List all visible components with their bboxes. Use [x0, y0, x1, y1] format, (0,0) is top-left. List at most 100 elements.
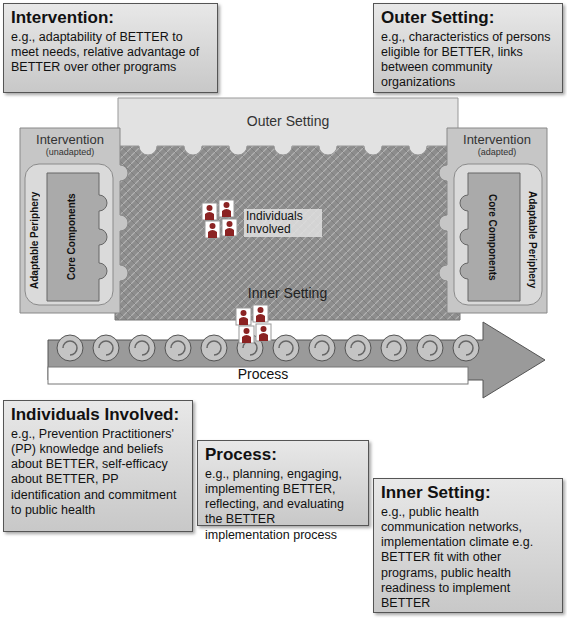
periphery-area: [454, 164, 542, 305]
arrow-body: [48, 322, 545, 398]
inner-setting-area: Inner Setting Individuals Involved: [115, 140, 460, 320]
person-frame: [202, 203, 217, 220]
gear-circle: [93, 335, 119, 361]
person-frame: [222, 219, 237, 236]
person-frame: [236, 308, 251, 325]
node-shape: [48, 318, 545, 398]
outer-setting-band: Outer Setting: [118, 98, 458, 146]
person-head: [227, 221, 233, 227]
core-label: Core Components: [487, 173, 498, 301]
periphery-area: [25, 164, 113, 305]
core-components-shape: Core Components: [47, 173, 99, 301]
person-body: [208, 230, 217, 238]
person-head: [210, 223, 216, 229]
gear-circle: [453, 335, 479, 361]
intervention-state: (unadapted): [20, 148, 120, 158]
person-head: [258, 307, 264, 313]
gear-arrow: [279, 341, 293, 355]
person-body: [239, 317, 248, 325]
core-outline: [460, 173, 520, 301]
people-icon: [202, 200, 237, 238]
gear-circle: [129, 335, 155, 361]
gear-arrow: [171, 341, 185, 355]
person-figure: [202, 203, 217, 220]
callout-box: Outer Setting:e.g., characteristics of p…: [373, 3, 563, 93]
person-body: [256, 314, 265, 322]
person-figure: [253, 305, 268, 322]
callout-heading: Intervention:: [11, 8, 210, 28]
callout-box: Inner Setting:e.g., public health commun…: [373, 478, 563, 613]
intervention-label: Intervention: [20, 133, 120, 147]
box-outline: [20, 128, 128, 313]
callout-body: e.g., adaptability of BETTER to meet nee…: [11, 30, 210, 76]
callout-body: e.g., Prevention Practitioners' (PP) kno…: [11, 427, 185, 519]
person-body: [225, 228, 234, 236]
box-outline: [439, 128, 547, 313]
periphery-label: Adaptable Periphery: [527, 176, 538, 304]
gear-circle: [417, 335, 443, 361]
callout-body: e.g., characteristics of persons eligibl…: [381, 30, 555, 91]
gear-circle: [273, 335, 299, 361]
callout-body: e.g., planning, engaging, implementing B…: [205, 467, 361, 543]
person-figure: [222, 219, 237, 236]
callout-heading: Process:: [205, 445, 361, 465]
intervention-box: Intervention(adapted) Adaptable Periphery…: [447, 128, 547, 313]
gear-arrow: [63, 341, 77, 355]
person-figure: [239, 326, 254, 343]
person-head: [241, 310, 247, 316]
gear-circle: [201, 335, 227, 361]
process-label: Process: [198, 367, 328, 382]
person-head: [207, 205, 213, 211]
gear-circle: [381, 335, 407, 361]
periphery-label: Adaptable Periphery: [29, 176, 40, 304]
person-body: [222, 209, 231, 217]
person-body: [259, 333, 268, 341]
callout-box: Intervention:e.g., adaptability of BETTE…: [3, 3, 218, 93]
person-frame: [219, 200, 234, 217]
gear-circle: [57, 335, 83, 361]
person-head: [224, 202, 230, 208]
gear-arrow: [387, 341, 401, 355]
gear-arrow: [423, 341, 437, 355]
gear-circle: [309, 335, 335, 361]
person-head: [244, 328, 250, 334]
person-frame: [205, 221, 220, 238]
person-figure: [205, 221, 220, 238]
band-outline: [118, 98, 458, 155]
gear-arrow: [315, 341, 329, 355]
setting-label: Outer Setting: [118, 114, 458, 129]
callout-box: Individuals Involved:e.g., Prevention Pr…: [3, 400, 193, 532]
intervention-label: Intervention: [447, 133, 547, 147]
person-frame: [256, 324, 271, 341]
person-figure: [236, 308, 251, 325]
gear-arrow: [135, 341, 149, 355]
callout-heading: Individuals Involved:: [11, 405, 185, 425]
callout-body: e.g., public health communication networ…: [381, 505, 555, 612]
inner-outline: [105, 140, 470, 320]
gear-circle: [165, 335, 191, 361]
person-frame: [239, 326, 254, 343]
person-body: [205, 212, 214, 220]
gear-arrow: [207, 341, 221, 355]
core-outline: [47, 173, 107, 301]
people-icon: [236, 305, 271, 343]
person-frame: [253, 305, 268, 322]
person-figure: [256, 324, 271, 341]
callout-box: Process:e.g., planning, engaging, implem…: [197, 440, 369, 526]
person-body: [242, 335, 251, 343]
process-arrow: Process: [48, 318, 545, 398]
core-components-shape: Core Components: [468, 173, 520, 301]
callout-heading: Outer Setting:: [381, 8, 555, 28]
individuals-group: Individuals Involved: [200, 195, 330, 255]
gear-arrow: [99, 341, 113, 355]
person-figure: [219, 200, 234, 217]
gear-circle: [345, 335, 371, 361]
callout-heading: Inner Setting:: [381, 483, 555, 503]
intervention-box: Intervention(unadapted) Adaptable Periphe…: [20, 128, 120, 313]
intervention-state: (adapted): [447, 148, 547, 158]
setting-label: Inner Setting: [115, 286, 460, 301]
core-label: Core Components: [66, 173, 77, 301]
person-head: [261, 326, 267, 332]
process-strip: [48, 367, 468, 384]
